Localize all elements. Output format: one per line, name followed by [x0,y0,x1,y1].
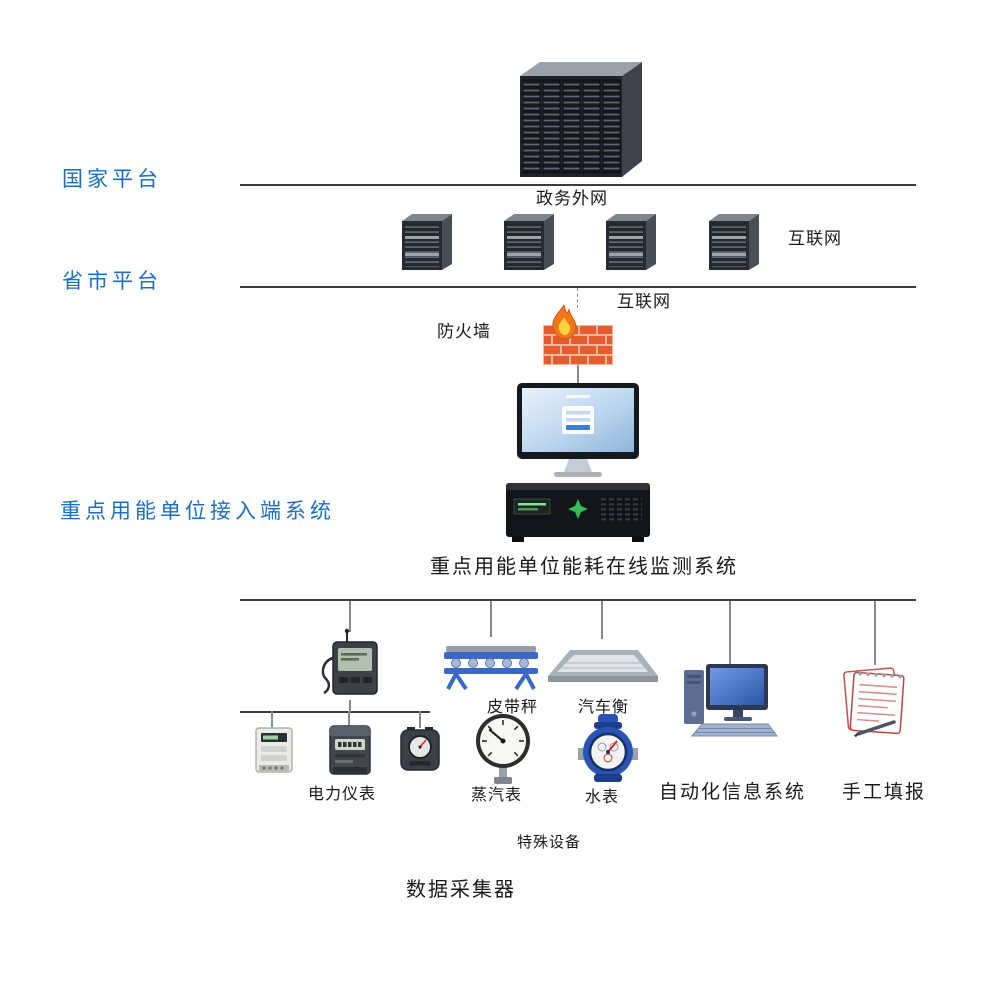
server-tower-icon [600,210,662,274]
belt-scale-label: 皮带秤 [487,699,539,716]
internet-mid-label: 互联网 [617,292,671,311]
belt-scale-drop-connector [490,601,492,637]
meter-bus-line [240,711,430,713]
automation-drop-connector [729,601,731,665]
server-tower-icon [703,210,765,274]
monitor-icon [516,382,640,480]
automation-computer-icon [682,662,778,740]
meter1-drop-connector [271,711,273,728]
power-meters-label: 电力仪表 [308,786,377,803]
provincial-separator-line [240,286,916,288]
data-collector-label: 数据采集器 [406,879,516,901]
server-tower-icon [396,210,458,274]
steam-gauge-icon [470,711,536,785]
meter3-drop-connector [419,711,421,728]
manual-entry-label: 手工填报 [842,782,927,803]
steam-meter-label: 蒸汽表 [471,787,523,804]
collector-bus-connector [349,700,351,712]
provincial-platform-label: 省市平台 [62,270,162,293]
manual-entry-notepad-icon [840,662,908,738]
firewall-monitor-connector [577,364,579,385]
pen-icon [856,720,896,736]
monitoring-system-label: 重点用能单位能耗在线监测系统 [430,556,738,578]
special-equipment-label: 特殊设备 [517,834,582,851]
national-server-rack-icon [510,58,645,180]
gov-extranet-label: 政务外网 [536,189,608,208]
truck-scale-label: 汽车衡 [578,699,630,716]
internet-dashed-connector [577,288,578,308]
firewall-label: 防火墙 [437,322,491,341]
enterprise-access-label: 重点用能单位接入端系统 [60,500,335,523]
internet-top-label: 互联网 [788,229,842,248]
device-bus-line [240,599,916,601]
data-collector-icon [316,628,388,700]
meter2-drop-connector [348,711,350,728]
truck-scale-drop-connector [601,601,603,639]
power-meter-icon [326,724,374,776]
collector-drop-connector [349,601,351,632]
flame-icon [552,305,577,340]
power-meter-icon [396,726,444,774]
manual-drop-connector [874,601,876,665]
power-meter-icon [252,726,296,774]
water-meter-icon [576,710,640,786]
belt-scale-icon [442,634,540,692]
server-tower-icon [498,210,560,274]
firewall-icon [542,305,614,367]
truck-scale-icon [544,636,662,688]
water-meter-label: 水表 [585,789,620,806]
monitoring-server-box-icon [504,477,652,545]
national-separator-line [240,184,916,186]
automation-system-label: 自动化信息系统 [659,782,807,803]
national-platform-label: 国家平台 [62,168,162,191]
